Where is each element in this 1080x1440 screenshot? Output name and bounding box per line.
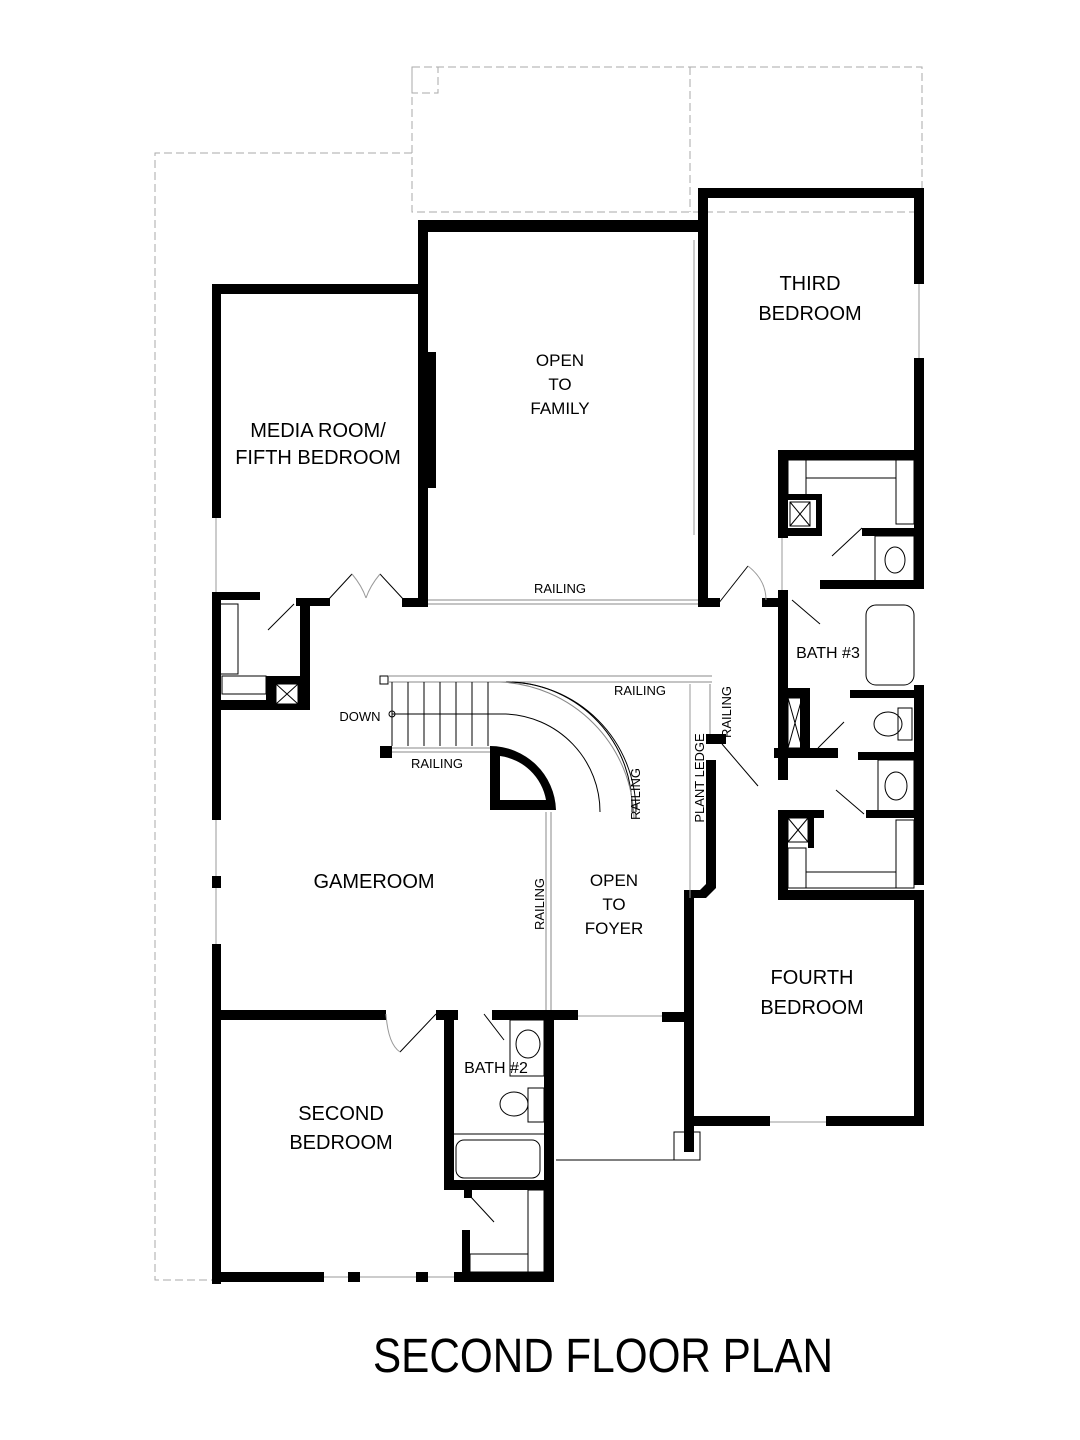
open-foyer-label-3: FOYER xyxy=(585,919,644,938)
second-bedroom-label-1: SECOND xyxy=(298,1103,384,1125)
dashed-roof-outline xyxy=(154,66,923,1281)
fourth-bedroom-label-1: FOURTH xyxy=(771,967,854,989)
bath3-label: BATH #3 xyxy=(796,645,860,662)
third-bedroom-label-2: BEDROOM xyxy=(758,303,861,325)
open-family-label-3: FAMILY xyxy=(530,399,589,418)
open-family-label-1: OPEN xyxy=(536,351,584,370)
railing-family-label: RAILING xyxy=(534,581,586,596)
railing-stair-left-label: RAILING xyxy=(411,756,463,771)
open-to-family-walls xyxy=(418,188,708,606)
fourth-bedroom-walls xyxy=(556,760,924,1161)
railing-foyer-label: RAILING xyxy=(532,878,547,930)
open-foyer-label-1: OPEN xyxy=(590,871,638,890)
media-room-label-2: FIFTH BEDROOM xyxy=(235,447,401,469)
third-bedroom-label-1: THIRD xyxy=(779,273,840,295)
open-family-label-2: TO xyxy=(548,375,571,394)
plan-title: SECOND FLOOR PLAN xyxy=(373,1330,833,1383)
bath2-second-bedroom-walls xyxy=(212,1010,554,1282)
gameroom-label: GAMEROOM xyxy=(313,871,434,893)
open-foyer-label-2: TO xyxy=(602,895,625,914)
plant-ledge-label: PLANT LEDGE xyxy=(692,733,707,823)
railing-right-label: RAILING xyxy=(719,686,734,738)
bath2-label: BATH #2 xyxy=(464,1060,528,1077)
fourth-bedroom-label-2: BEDROOM xyxy=(760,997,863,1019)
third-bedroom-walls xyxy=(698,188,924,607)
down-label: DOWN xyxy=(339,709,380,724)
gameroom-walls xyxy=(212,592,578,1284)
railing-stair-top-label: RAILING xyxy=(614,683,666,698)
second-bedroom-label-2: BEDROOM xyxy=(289,1132,392,1154)
railing-stair-curve-label: RAILING xyxy=(628,768,643,820)
bath3-closet-walls xyxy=(774,450,924,900)
media-room-walls xyxy=(212,220,436,607)
staircase xyxy=(379,675,759,1017)
media-room-label-1: MEDIA ROOM/ xyxy=(250,420,386,442)
